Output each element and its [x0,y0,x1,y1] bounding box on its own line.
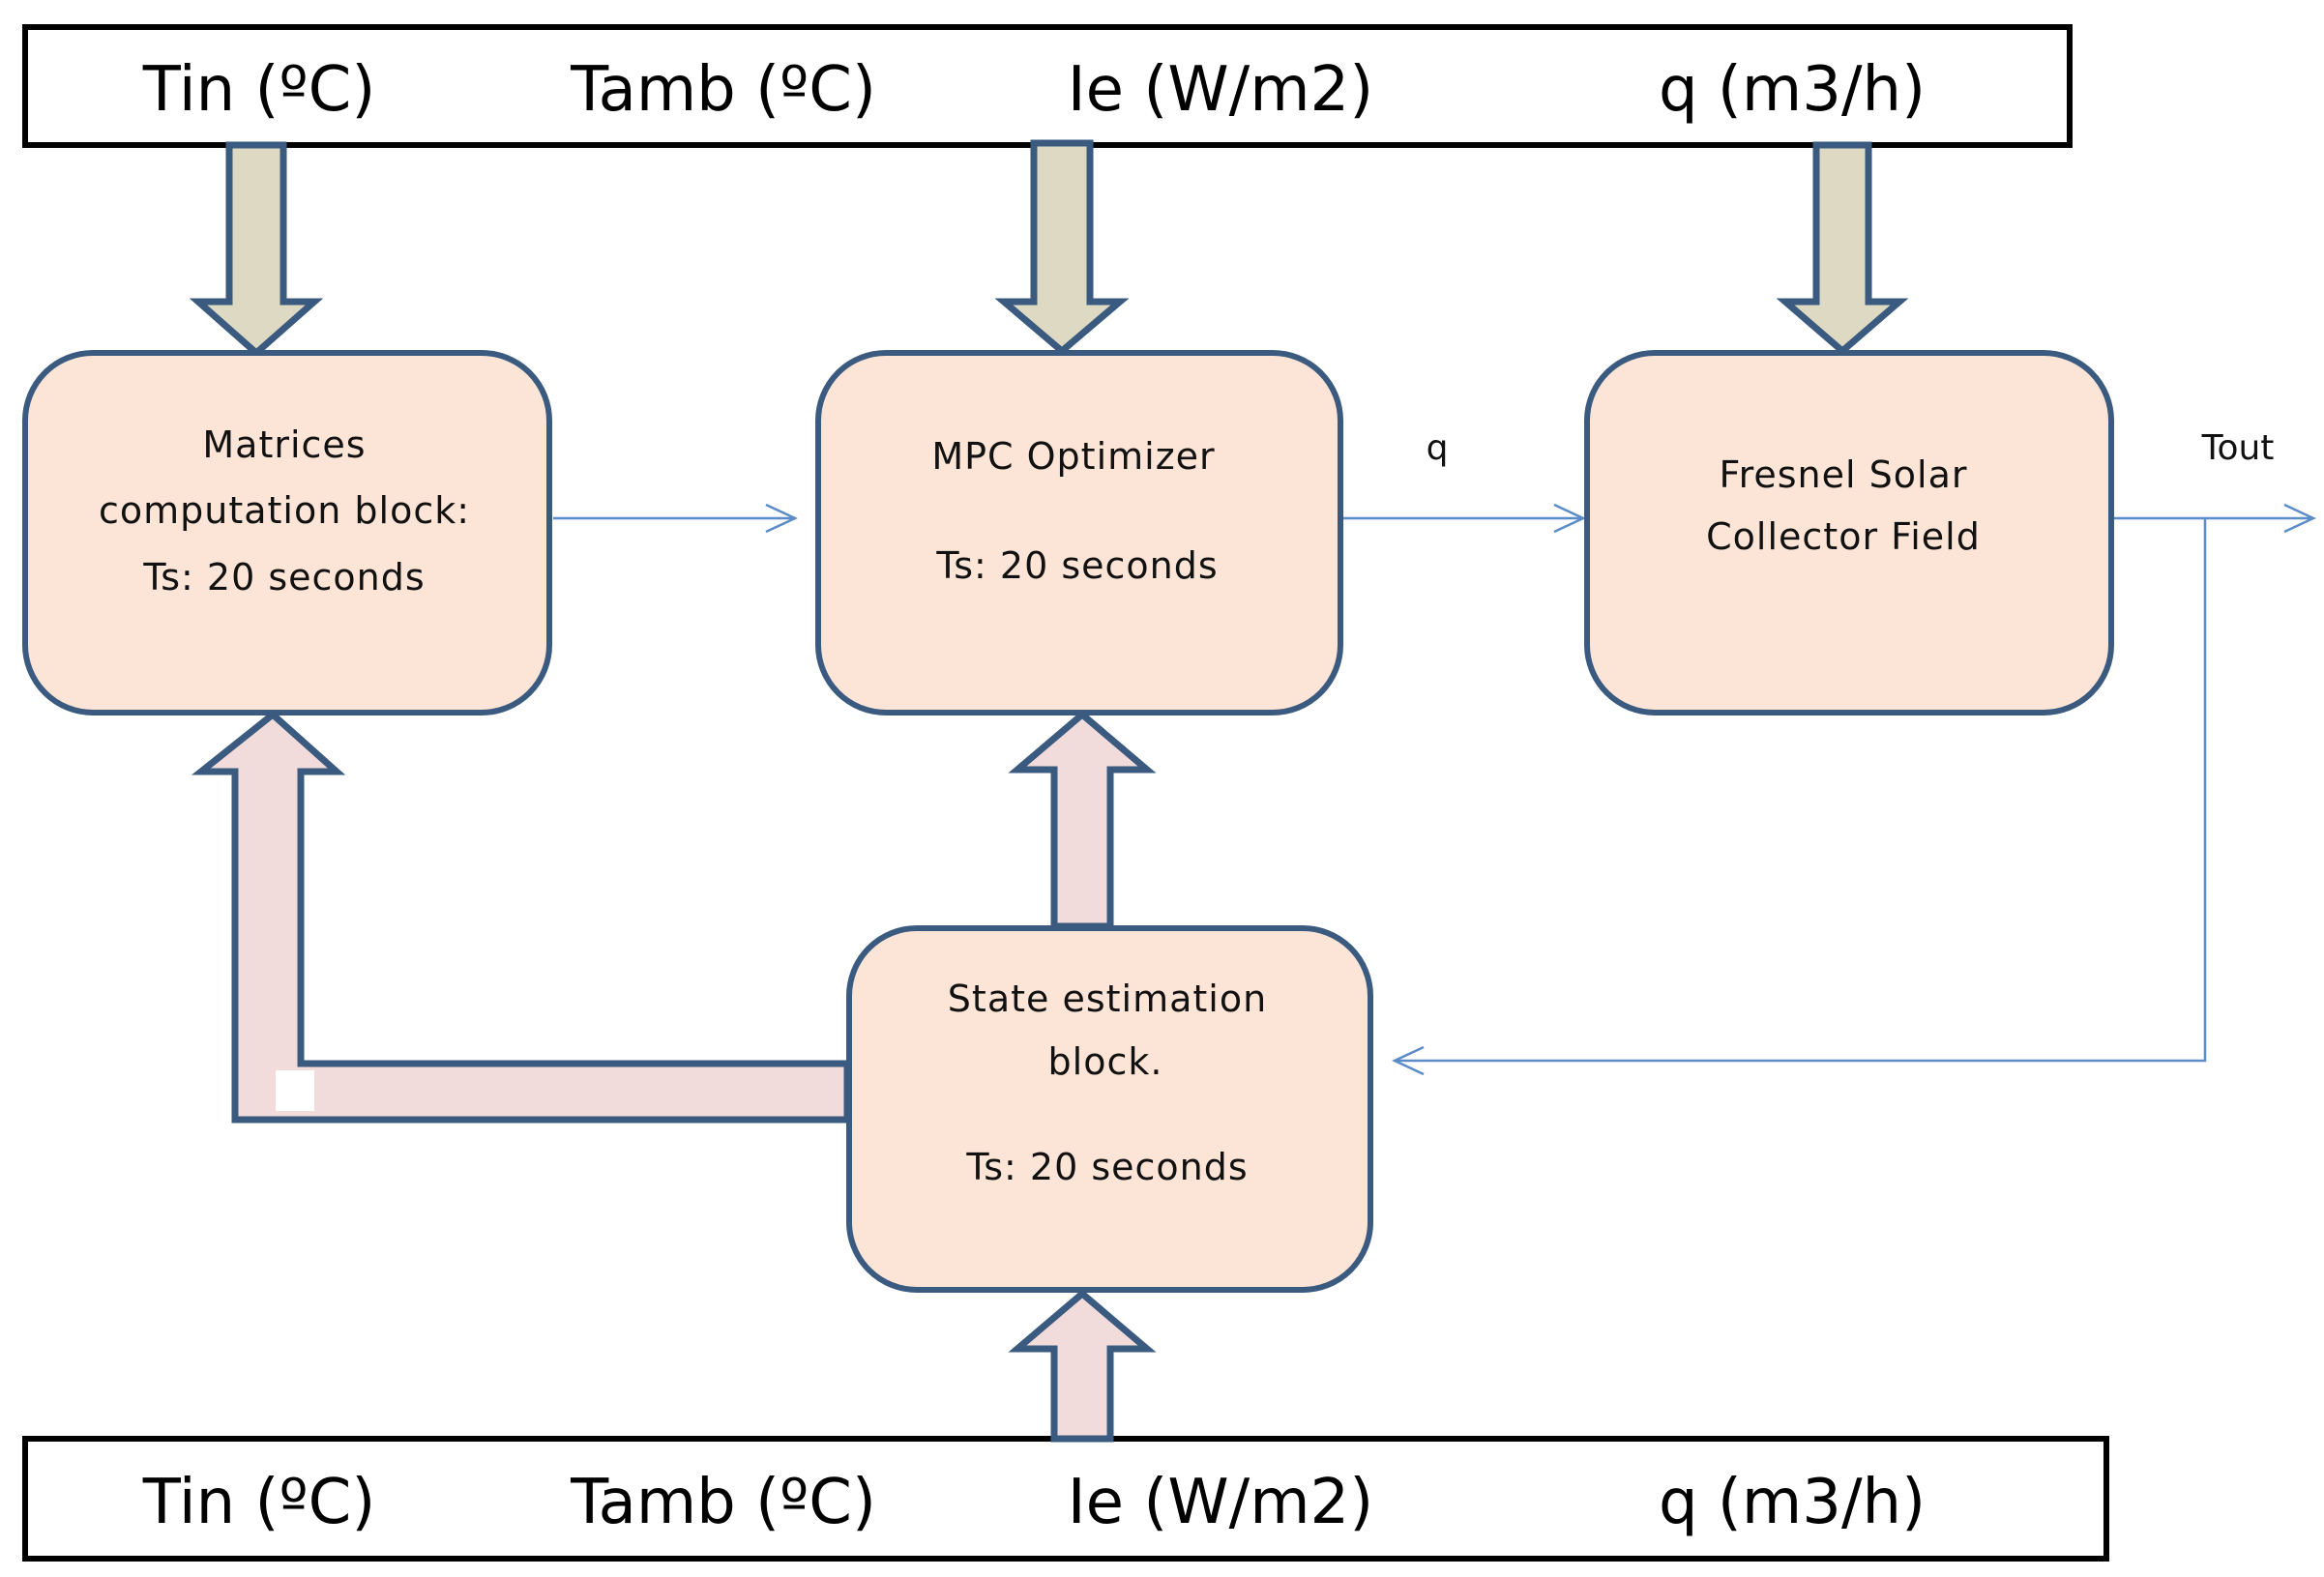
fresnel-collector-block: Fresnel Solar Collector Field [1584,350,2114,715]
signal-tout-feedback [1395,518,2207,1063]
state-block-line-2: block. [1048,1040,1163,1083]
signal-label-q: q [1427,428,1449,468]
fresnel-block-line-2: Collector Field [1706,515,1981,558]
matrices-block-box [22,350,552,715]
mpc-optimizer-block: MPC Optimizer Ts: 20 seconds [815,350,1343,715]
top-bar-label-tin: Tin (ºC) [142,54,376,126]
top-bar-label-tamb: Tamb (ºC) [570,54,876,126]
matrices-computation-block: Matrices computation block: Ts: 20 secon… [22,350,552,715]
up-arrow-state-to-mpc [1008,710,1157,930]
mpc-block-line-1: MPC Optimizer [931,435,1215,478]
state-block-line-1: State estimation [948,978,1267,1020]
top-bar-label-ie: Ie (W/m2) [1068,54,1373,126]
state-block-line-3: Ts: 20 seconds [965,1146,1248,1188]
down-arrow-to-fresnel [1776,141,1909,356]
signal-lines [553,503,2316,1076]
matrices-block-line-2: computation block: [99,489,470,532]
top-bar-label-q: q (m3/h) [1659,54,1926,126]
fresnel-block-line-1: Fresnel Solar [1720,453,1968,496]
feedback-arrow-state-to-matrices [191,710,851,1124]
signal-matrices-to-mpc-head [765,503,798,534]
down-arrow-to-mpc [994,139,1130,356]
bottom-bar-frame [22,1436,2109,1562]
top-bar-frame [22,24,2073,148]
state-block-box [846,925,1373,1293]
bottom-bar-label-ie: Ie (W/m2) [1068,1467,1373,1538]
signal-tout-line-head [2283,503,2316,534]
bottom-bar-label-tin: Tin (ºC) [142,1467,376,1538]
signal-q-line-head [1553,503,1586,534]
fresnel-block-box [1584,350,2114,715]
bottom-bar-label-q: q (m3/h) [1659,1467,1926,1538]
up-arrow-from-bottom-bar [1008,1289,1157,1443]
matrices-block-line-1: Matrices [202,423,366,466]
bottom-bar-label-tamb: Tamb (ºC) [570,1467,876,1538]
mpc-block-box [815,350,1343,715]
down-arrow-to-matrices [189,141,324,358]
top-input-bar: Tin (ºC) Tamb (ºC) Ie (W/m2) q (m3/h) [22,24,2073,148]
bottom-input-bar: Tin (ºC) Tamb (ºC) Ie (W/m2) q (m3/h) [22,1436,2109,1562]
signal-tout-feedback-head [1392,1045,1425,1076]
mpc-block-line-2: Ts: 20 seconds [935,544,1218,587]
state-estimation-block: State estimation block. Ts: 20 seconds [846,925,1373,1293]
signal-label-tout: Tout [2201,428,2275,468]
matrices-block-line-3: Ts: 20 seconds [142,556,425,599]
corner-gap-mark [276,1070,314,1111]
